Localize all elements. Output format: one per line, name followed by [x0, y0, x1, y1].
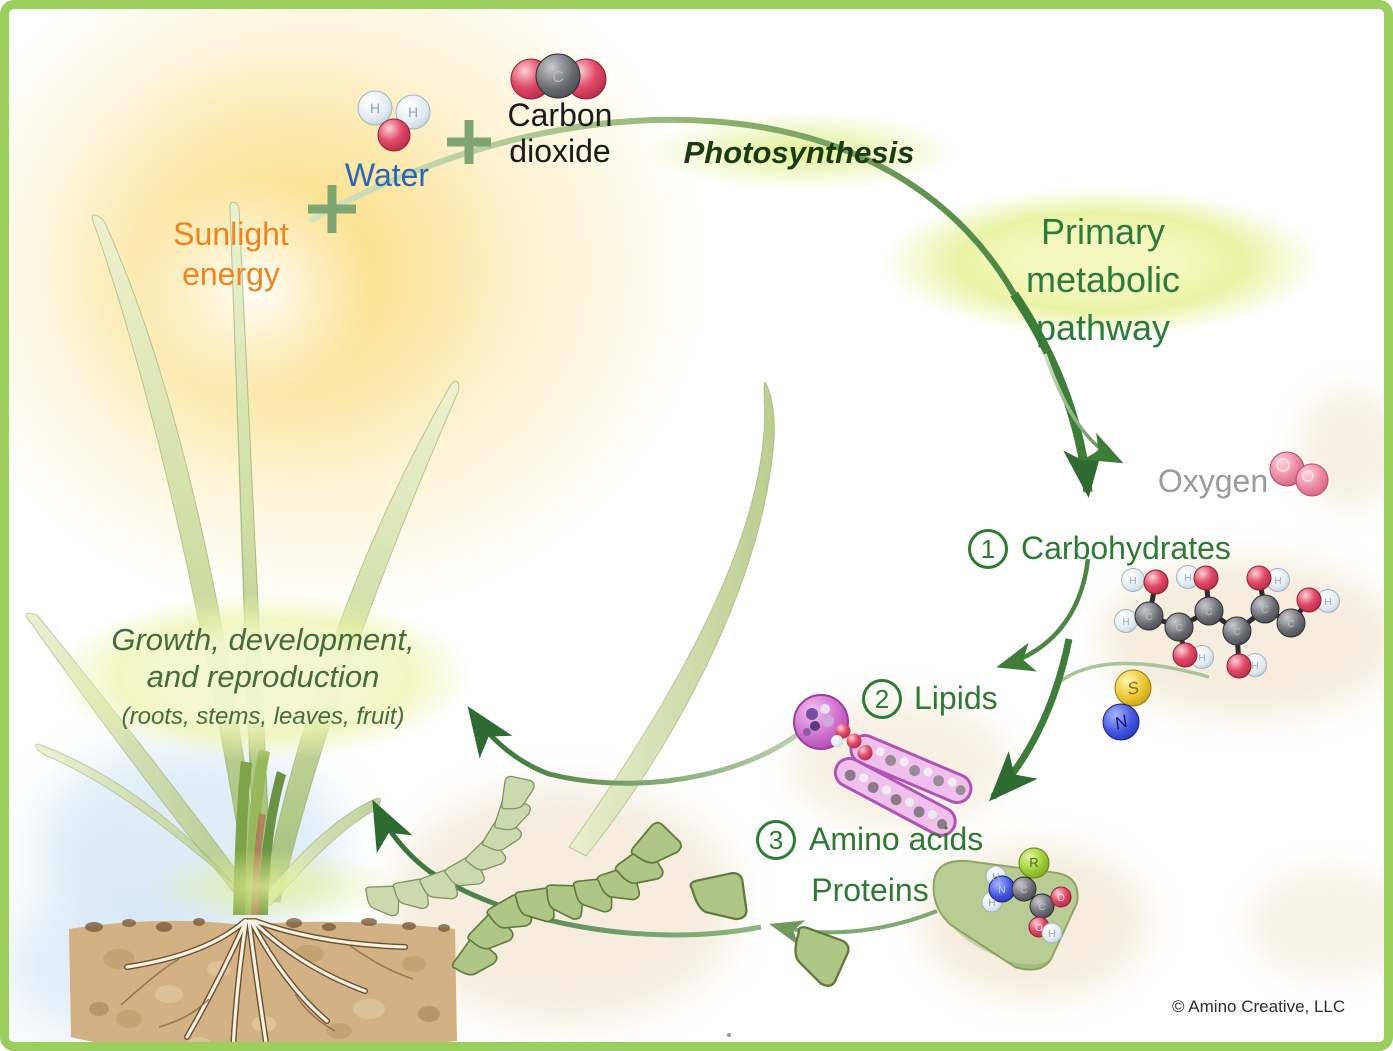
step-1-circle: 1	[968, 529, 1008, 569]
svg-text:N: N	[998, 885, 1005, 896]
carb-to-lipids-arrow	[996, 558, 1091, 672]
svg-text:R: R	[1029, 855, 1038, 870]
svg-text:H: H	[1184, 573, 1191, 584]
growth-sub-label: (roots, stems, leaves, fruit)	[121, 703, 405, 730]
plus-icon	[447, 120, 491, 164]
svg-text:O: O	[1057, 893, 1065, 904]
svg-text:O: O	[1035, 923, 1043, 934]
glucose-molecule: C C C C C C H H H H H H H	[1114, 565, 1340, 679]
oxygen-label: Oxygen	[1157, 463, 1269, 499]
stray-dot	[727, 1033, 731, 1037]
svg-text:H: H	[370, 100, 380, 116]
amino-to-blocks-arrow	[769, 909, 938, 946]
svg-text:H: H	[1324, 597, 1331, 608]
carbon-dioxide-molecule: C	[510, 53, 607, 100]
carbon-dioxide-label: Carbon dioxide	[507, 97, 613, 169]
svg-text:H: H	[988, 898, 995, 909]
svg-text:H: H	[1251, 661, 1258, 672]
svg-text:H: H	[1122, 617, 1129, 628]
oxygen-molecule	[1269, 451, 1329, 497]
growth-label: Growth, development,and reproduction	[111, 622, 415, 694]
primary-metabolic-pathway-label: Primary metabolic pathway	[1025, 211, 1181, 348]
lipids-to-growth-arrow	[467, 706, 819, 786]
copyright-notice: © Amino Creative, LLC	[1172, 997, 1346, 1016]
oxygen-branch-arrow	[1043, 353, 1124, 464]
svg-text:C: C	[1205, 607, 1212, 618]
nitrogen-atom: N	[1102, 703, 1140, 741]
svg-text:C: C	[1020, 885, 1027, 896]
svg-text:C: C	[552, 69, 564, 86]
svg-text:H: H	[1198, 653, 1205, 664]
svg-text:C: C	[1175, 623, 1182, 634]
svg-text:C: C	[1261, 605, 1268, 616]
svg-text:H: H	[1048, 929, 1055, 940]
amino-acids-label: Amino acids	[809, 821, 984, 857]
sulfur-atom: S	[1114, 669, 1152, 707]
svg-text:C: C	[1287, 619, 1294, 630]
glucose-sweep-curve	[1055, 661, 1210, 686]
step-2-circle: 2	[862, 679, 902, 719]
svg-text:C: C	[1233, 627, 1240, 638]
svg-text:H: H	[1129, 576, 1136, 587]
diagram-art: H H C	[307, 53, 1340, 1037]
svg-text:C: C	[1145, 612, 1152, 623]
sunlight-energy-label: Sunlight energy	[173, 216, 289, 292]
step-3-circle: 3	[756, 820, 796, 860]
svg-text:H: H	[1274, 576, 1281, 587]
proteins-label: Proteins	[811, 872, 929, 908]
lipid-molecule	[793, 694, 973, 837]
carb-to-amino-arrow	[988, 638, 1073, 802]
svg-text:S: S	[1126, 678, 1142, 699]
svg-text:H: H	[408, 104, 418, 120]
lipids-label: Lipids	[914, 680, 998, 716]
plus-icon	[308, 185, 356, 233]
carbohydrates-label: Carbohydrates	[1021, 530, 1231, 566]
svg-text:C: C	[1038, 902, 1045, 913]
water-label: Water	[344, 157, 430, 193]
photosynthesis-arc	[307, 116, 1104, 498]
amino-acid-molecule: R N C C O O H H H	[932, 847, 1079, 971]
blocks-to-plant-arrow	[372, 799, 762, 938]
photosynthesis-label: Photosynthesis	[683, 135, 915, 170]
water-molecule: H H	[357, 90, 431, 152]
svg-text:H: H	[992, 872, 999, 883]
